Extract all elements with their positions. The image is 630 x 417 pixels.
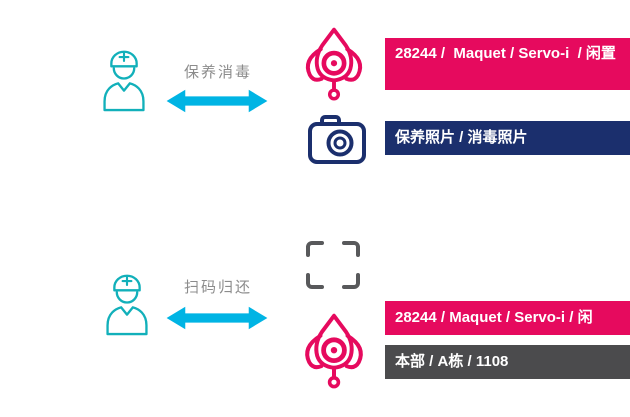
maintenance-flow-label: 保养消毒 bbox=[184, 64, 253, 81]
nurse-icon bbox=[98, 43, 150, 113]
ventilator-mask-icon bbox=[295, 23, 373, 105]
camera-icon bbox=[307, 112, 367, 166]
photos-tag: 保养照片 / 消毒照片 bbox=[385, 121, 630, 155]
device-tag: 28244 / Maquet / Servo-i / 闲置 bbox=[385, 38, 630, 90]
ventilator-mask-icon bbox=[294, 299, 374, 403]
nurse-icon bbox=[101, 267, 153, 337]
location-tag: 本部 / A栋 / 1108 bbox=[385, 345, 630, 379]
double-arrow-icon bbox=[163, 304, 271, 332]
device-tag: 28244 / Maquet / Servo-i / 闲 bbox=[385, 301, 630, 335]
qr-scan-frame-icon bbox=[304, 239, 362, 291]
return-flow-label: 扫码归还 bbox=[184, 279, 253, 296]
double-arrow-icon bbox=[163, 87, 271, 115]
